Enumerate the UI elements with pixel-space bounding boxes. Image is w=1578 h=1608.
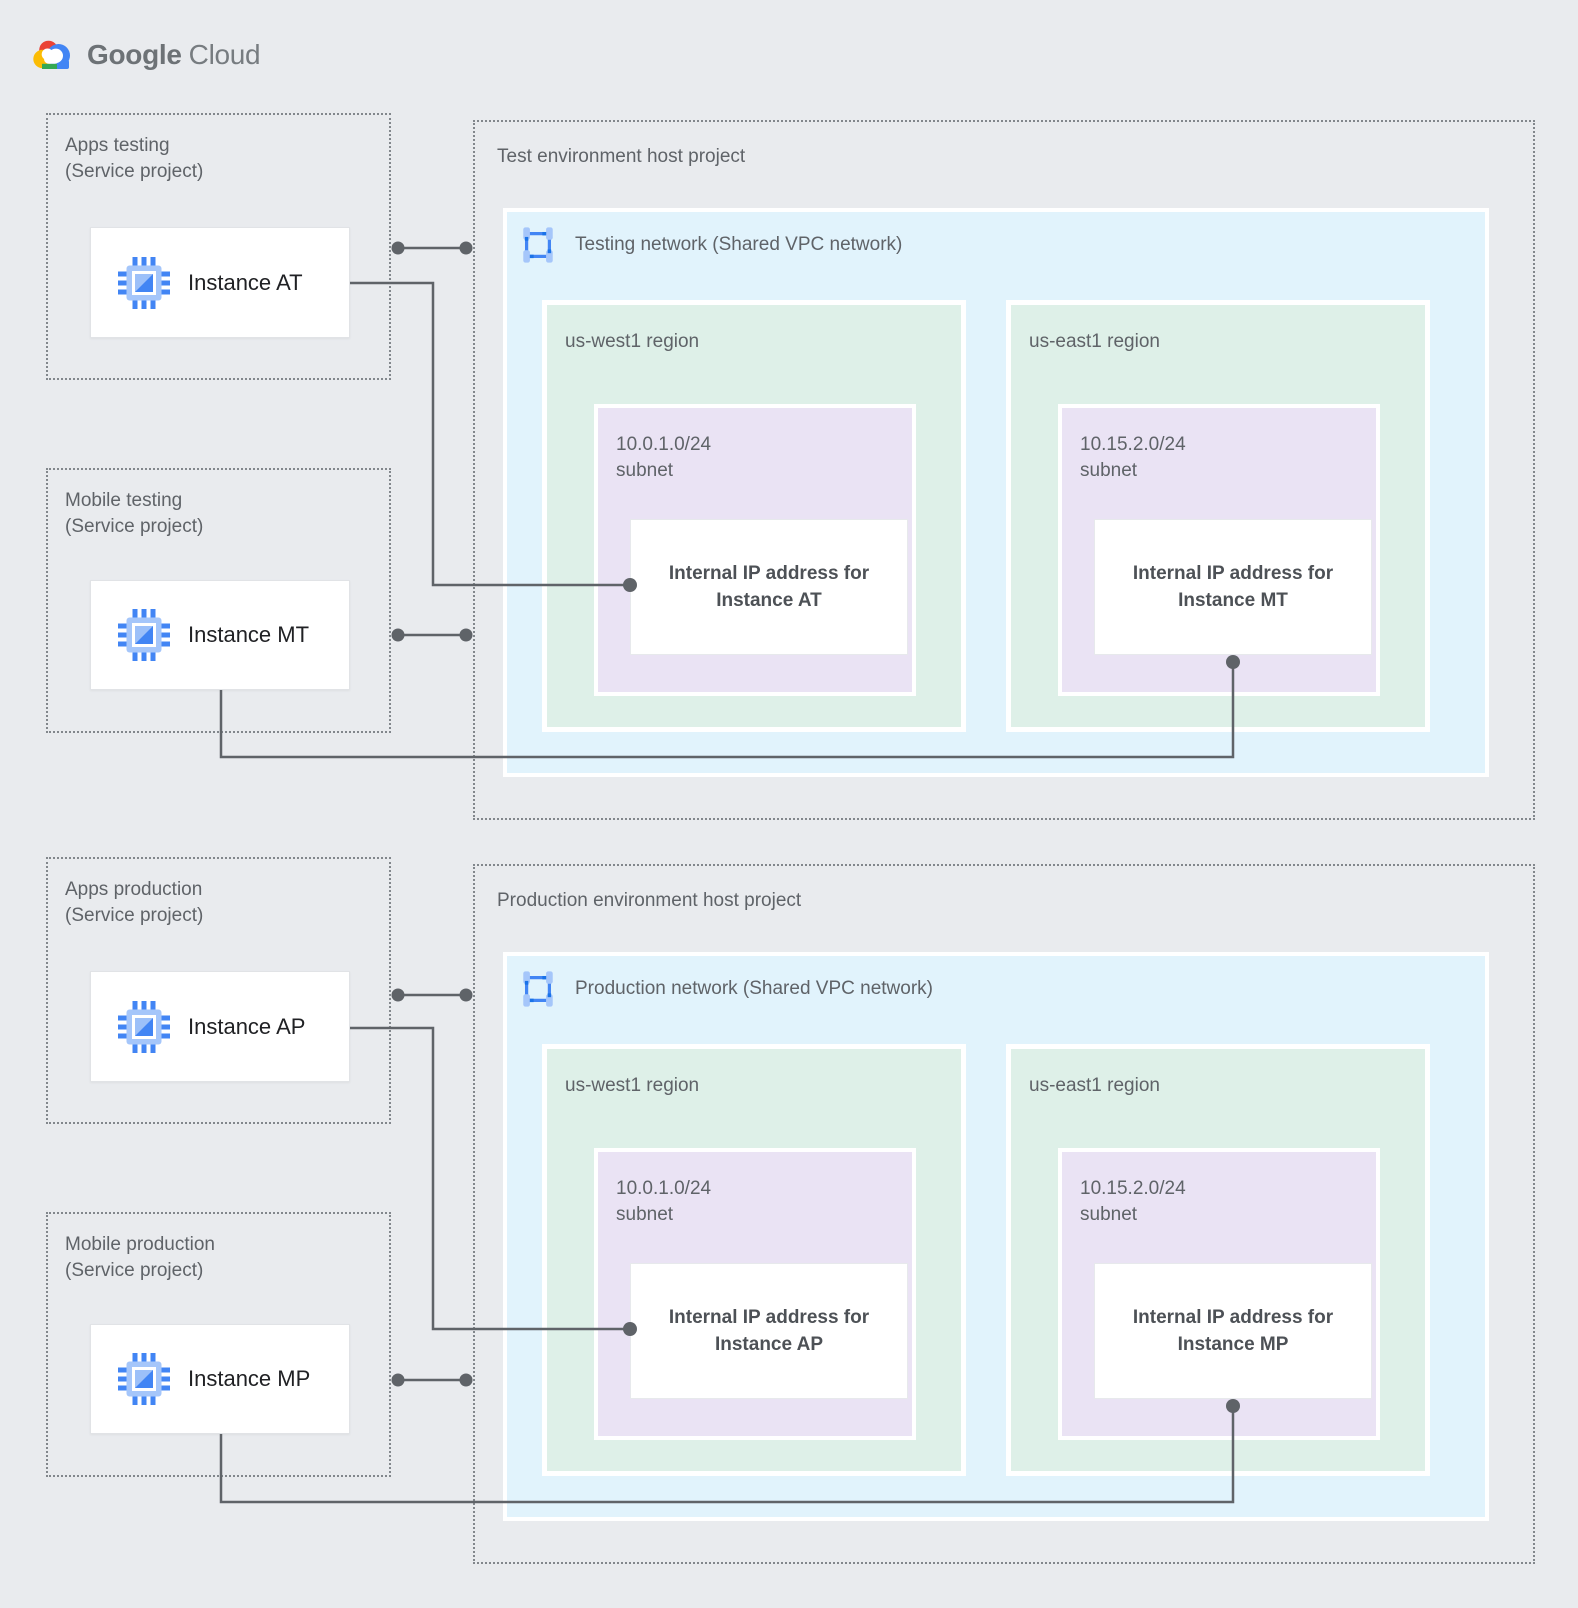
subnet-box: 10.15.2.0/24 subnet Internal IP address … [1058, 1148, 1380, 1440]
network-title: Testing network (Shared VPC network) [575, 234, 903, 255]
subnet-title: 10.0.1.0/24 subnet [616, 1176, 711, 1228]
internal-ip-box: Internal IP address for Instance MP [1094, 1263, 1372, 1399]
service-project-type: (Service project) [65, 905, 204, 926]
region-box-us-west1: us-west1 region 10.0.1.0/24 subnet Inter… [542, 1044, 966, 1476]
service-project-title: Mobile production (Service project) [65, 1232, 215, 1284]
service-project-type: (Service project) [65, 1260, 204, 1281]
service-project-type: (Service project) [65, 516, 204, 537]
internal-ip-instance: Instance MP [1177, 1334, 1289, 1355]
logo-brand: Google [87, 38, 182, 70]
subnet-title: 10.15.2.0/24 subnet [1080, 1176, 1186, 1228]
subnet-label: subnet [616, 1204, 674, 1225]
service-project-name: Mobile production [65, 1234, 215, 1255]
subnet-label: subnet [616, 460, 674, 481]
service-project-name: Mobile testing [65, 490, 183, 511]
host-project-title: Test environment host project [497, 146, 746, 167]
service-project-name: Apps testing [65, 135, 170, 156]
internal-ip-box: Internal IP address for Instance AP [630, 1263, 908, 1399]
instance-box-ap: Instance AP [90, 971, 350, 1082]
subnet-title: 10.0.1.0/24 subnet [616, 432, 711, 484]
internal-ip-instance: Instance AT [716, 590, 822, 611]
internal-ip-text: Internal IP address for [668, 1307, 870, 1328]
region-title: us-west1 region [565, 1075, 700, 1096]
network-header: Production network (Shared VPC network) [519, 969, 933, 1009]
compute-engine-icon [118, 609, 170, 661]
region-title: us-east1 region [1029, 1075, 1160, 1096]
instance-label: Instance AP [188, 1013, 306, 1039]
compute-engine-icon [118, 1353, 170, 1405]
internal-ip-text: Internal IP address for [668, 563, 870, 584]
region-title: us-west1 region [565, 331, 700, 352]
subnet-box: 10.0.1.0/24 subnet Internal IP address f… [594, 404, 916, 696]
subnet-box: 10.15.2.0/24 subnet Internal IP address … [1058, 404, 1380, 696]
subnet-cidr: 10.0.1.0/24 [616, 434, 712, 455]
network-title: Production network (Shared VPC network) [575, 978, 933, 999]
vpc-network-icon [521, 970, 555, 1008]
subnet-cidr: 10.0.1.0/24 [616, 1178, 712, 1199]
instance-label: Instance AT [188, 269, 303, 295]
service-project-name: Apps production [65, 879, 203, 900]
internal-ip-box: Internal IP address for Instance MT [1094, 519, 1372, 655]
vpc-network-icon [521, 226, 555, 264]
compute-engine-icon [118, 256, 170, 309]
region-box-us-east1: us-east1 region 10.15.2.0/24 subnet Inte… [1006, 300, 1430, 732]
service-project-box-mobile-testing [46, 468, 391, 733]
internal-ip-instance: Instance MT [1178, 590, 1288, 611]
logo-product: Cloud [188, 38, 261, 70]
subnet-box: 10.0.1.0/24 subnet Internal IP address f… [594, 1148, 916, 1440]
service-project-title: Apps testing (Service project) [65, 133, 203, 185]
production-environment-section: Apps production (Service project) Instan… [0, 744, 1578, 1564]
subnet-cidr: 10.15.2.0/24 [1080, 434, 1186, 455]
instance-box-at: Instance AT [90, 227, 350, 338]
service-project-box-mobile-production [46, 1212, 391, 1477]
internal-ip-text: Internal IP address for [1132, 563, 1334, 584]
service-project-title: Mobile testing (Service project) [65, 488, 203, 540]
subnet-title: 10.15.2.0/24 subnet [1080, 432, 1186, 484]
internal-ip-text: Internal IP address for [1132, 1307, 1334, 1328]
host-project-title: Production environment host project [497, 890, 802, 911]
instance-label: Instance MP [188, 1366, 311, 1391]
service-project-title: Apps production (Service project) [65, 877, 203, 929]
service-project-type: (Service project) [65, 161, 204, 182]
internal-ip-box: Internal IP address for Instance AT [630, 519, 908, 655]
test-environment-section: Apps testing (Service project) Instance … [0, 0, 1578, 820]
subnet-label: subnet [1080, 460, 1138, 481]
subnet-cidr: 10.15.2.0/24 [1080, 1178, 1186, 1199]
network-header: Testing network (Shared VPC network) [519, 225, 902, 265]
internal-ip-instance: Instance AP [714, 1334, 824, 1355]
service-project-box-apps-testing [46, 113, 391, 380]
region-title: us-east1 region [1029, 331, 1160, 352]
instance-label: Instance MT [188, 622, 310, 647]
instance-box-mt: Instance MT [90, 580, 350, 690]
service-project-box-apps-production [46, 857, 391, 1124]
region-box-us-east1: us-east1 region 10.15.2.0/24 subnet Inte… [1006, 1044, 1430, 1476]
instance-box-mp: Instance MP [90, 1324, 350, 1434]
region-box-us-west1: us-west1 region 10.0.1.0/24 subnet Inter… [542, 300, 966, 732]
compute-engine-icon [118, 1000, 170, 1053]
subnet-label: subnet [1080, 1204, 1138, 1225]
